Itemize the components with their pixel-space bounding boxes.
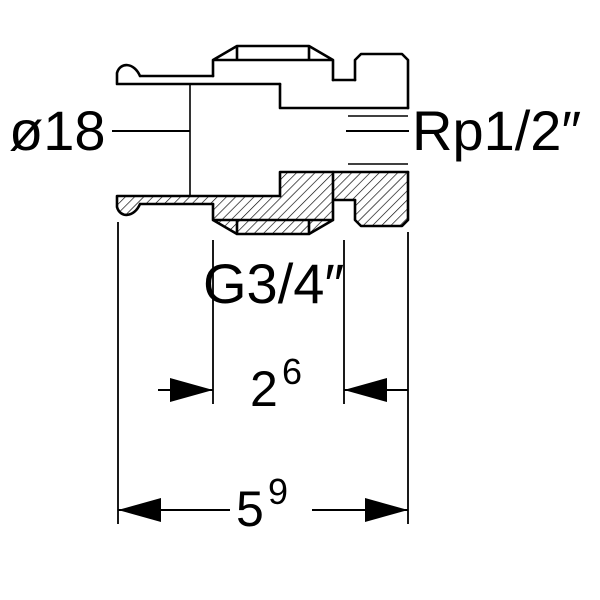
dim-middle-superscript: 6 [282, 351, 302, 392]
section-thread-body [333, 172, 408, 226]
section-union-nut [213, 172, 333, 234]
dim-middle-arrow-right [344, 378, 387, 402]
press-socket-bottom [115, 194, 282, 217]
bore-lines [278, 82, 410, 198]
union-nut-outline [211, 44, 335, 236]
dim-overall-arrow-right [365, 498, 408, 522]
extension-lines [117, 222, 409, 524]
label-pipe-diameter: ø18 [9, 99, 106, 162]
section-hatching [117, 172, 408, 234]
fitting-outline [115, 44, 410, 236]
dim-overall-arrow-left [118, 498, 161, 522]
dim-overall-superscript: 9 [268, 471, 288, 512]
dim-middle-value: 2 [250, 361, 278, 417]
collar-step [331, 78, 357, 202]
fitting-detail-lines [189, 84, 408, 196]
label-thread-female: Rp1/2″ [412, 99, 581, 162]
press-socket-top [115, 63, 282, 86]
dimension-overall: 5 9 [118, 471, 408, 537]
label-thread-union: G3/4″ [203, 252, 344, 315]
thread-body-outline [353, 52, 410, 228]
dim-middle-arrow-left [170, 378, 213, 402]
dim-overall-value: 5 [236, 481, 264, 537]
section-socket-wall [117, 196, 213, 215]
dimension-middle: 2 6 [158, 351, 408, 417]
